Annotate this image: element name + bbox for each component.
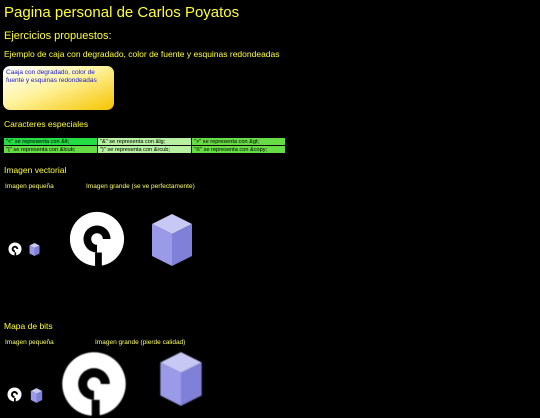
cube-icon [150, 348, 212, 410]
table-cell: "{" se representa con &lcub; [3, 145, 98, 154]
bitmap-large-label: Imagen grande (pierde calidad) [95, 339, 186, 346]
vector-heading: Imagen vectorial [4, 165, 67, 175]
table-row: "<" se representa con &lt; "&" se repres… [3, 137, 286, 146]
bitmap-small-label: Imagen pequeña [5, 339, 54, 346]
gradient-box-text: Caaja con degradado, color de fuente y e… [6, 69, 97, 84]
gradient-box: Caaja con degradado, color de fuente y e… [3, 66, 114, 110]
table-cell: "&" se representa con &lg; [97, 137, 192, 146]
page-title: Pagina personal de Carlos Poyatos [4, 4, 240, 21]
cube-icon [145, 210, 199, 270]
spiral-icon [60, 350, 128, 418]
table-cell: "©" se representa con &copy; [191, 145, 286, 154]
table-cell: ">" se representa con &gt; [191, 137, 286, 146]
spiral-icon [8, 242, 22, 256]
vector-small-label: Imagen pequeña [5, 183, 54, 190]
exercises-heading: Ejercicios propuestos: [4, 30, 112, 42]
bitmap-heading: Mapa de bits [4, 321, 53, 331]
table-cell: "<" se representa con &lt; [3, 137, 98, 146]
special-chars-table: "<" se representa con &lt; "&" se repres… [3, 137, 286, 154]
spiral-icon [7, 387, 22, 402]
cube-icon [29, 387, 44, 404]
cube-icon [28, 242, 41, 257]
special-chars-heading: Caracteres especiales [4, 119, 89, 129]
table-row: "{" se representa con &lcub; "}" se repr… [3, 145, 286, 154]
table-cell: "}" se representa con &rcub; [97, 145, 192, 154]
gradient-box-heading: Ejemplo de caja con degradado, color de … [4, 49, 280, 59]
spiral-icon [68, 210, 126, 268]
vector-large-label: Imagen grande (se ve perfectamente) [86, 183, 195, 190]
